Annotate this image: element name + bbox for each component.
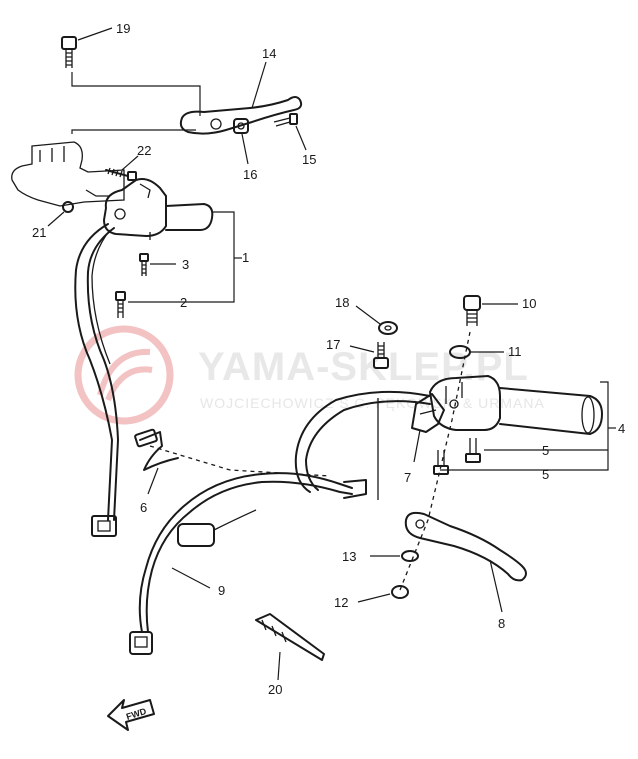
callout-6: 6 bbox=[140, 500, 147, 515]
callout-15: 15 bbox=[302, 152, 316, 167]
adjuster-10 bbox=[463, 295, 481, 326]
screw-2 bbox=[115, 291, 126, 318]
screw-22 bbox=[105, 167, 137, 181]
bolt-17 bbox=[373, 342, 389, 369]
connector-cable-end bbox=[129, 631, 153, 655]
callout-19: 19 bbox=[116, 21, 130, 36]
callout-1: 1 bbox=[242, 250, 249, 265]
callout-8: 8 bbox=[498, 616, 505, 631]
callout-9: 9 bbox=[218, 583, 225, 598]
callout-18: 18 bbox=[335, 295, 349, 310]
handlebar-switch-1 bbox=[103, 178, 214, 240]
bolt-19 bbox=[61, 36, 77, 68]
screw-5-lower bbox=[433, 450, 449, 475]
connector-harness-end bbox=[91, 515, 117, 537]
o-ring-13 bbox=[401, 550, 419, 562]
handlebar-grip bbox=[499, 387, 603, 435]
callout-10: 10 bbox=[522, 296, 536, 311]
callout-7: 7 bbox=[404, 470, 411, 485]
throttle-cable-loop bbox=[294, 390, 431, 500]
switch-wiring-harness bbox=[74, 223, 119, 521]
left-switch-4 bbox=[429, 375, 501, 431]
nut-21 bbox=[62, 201, 74, 213]
callout-4: 4 bbox=[618, 421, 625, 436]
master-cylinder-outline bbox=[11, 141, 125, 207]
callout-5-upper: 5 bbox=[542, 443, 549, 458]
watermark: YAMA-SKLEP.PL WOJCIECHOWICZ S.C. PĘKOWSK… bbox=[74, 325, 544, 425]
callout-12: 12 bbox=[334, 595, 348, 610]
callout-17: 17 bbox=[326, 337, 340, 352]
callout-5-lower: 5 bbox=[542, 467, 549, 482]
nut-18 bbox=[378, 321, 398, 335]
callout-2: 2 bbox=[180, 295, 187, 310]
brake-lever-14 bbox=[179, 96, 303, 135]
callout-13: 13 bbox=[342, 549, 356, 564]
screw-15 bbox=[273, 113, 298, 127]
callout-20: 20 bbox=[268, 682, 282, 697]
forward-direction-arrow: FWD bbox=[107, 699, 155, 731]
nut-12 bbox=[391, 585, 409, 599]
callout-labels: 19 14 15 16 22 21 1 3 2 18 10 17 11 4 5 … bbox=[32, 21, 625, 697]
callout-14: 14 bbox=[262, 46, 276, 61]
lever-bracket-7 bbox=[411, 393, 445, 433]
callout-21: 21 bbox=[32, 225, 46, 240]
clutch-lever-8 bbox=[404, 511, 527, 582]
watermark-logo bbox=[74, 325, 174, 425]
screw-5-upper bbox=[465, 438, 481, 463]
cable-tie-20 bbox=[255, 613, 325, 661]
callout-16: 16 bbox=[243, 167, 257, 182]
watermark-logo-mark bbox=[97, 348, 153, 402]
collar-16 bbox=[233, 118, 249, 134]
screw-3 bbox=[139, 253, 149, 276]
cable-9 bbox=[138, 472, 367, 633]
switch-lead-6 bbox=[134, 428, 179, 471]
callout-3: 3 bbox=[182, 257, 189, 272]
callout-11: 11 bbox=[508, 344, 522, 359]
callout-22: 22 bbox=[137, 143, 151, 158]
